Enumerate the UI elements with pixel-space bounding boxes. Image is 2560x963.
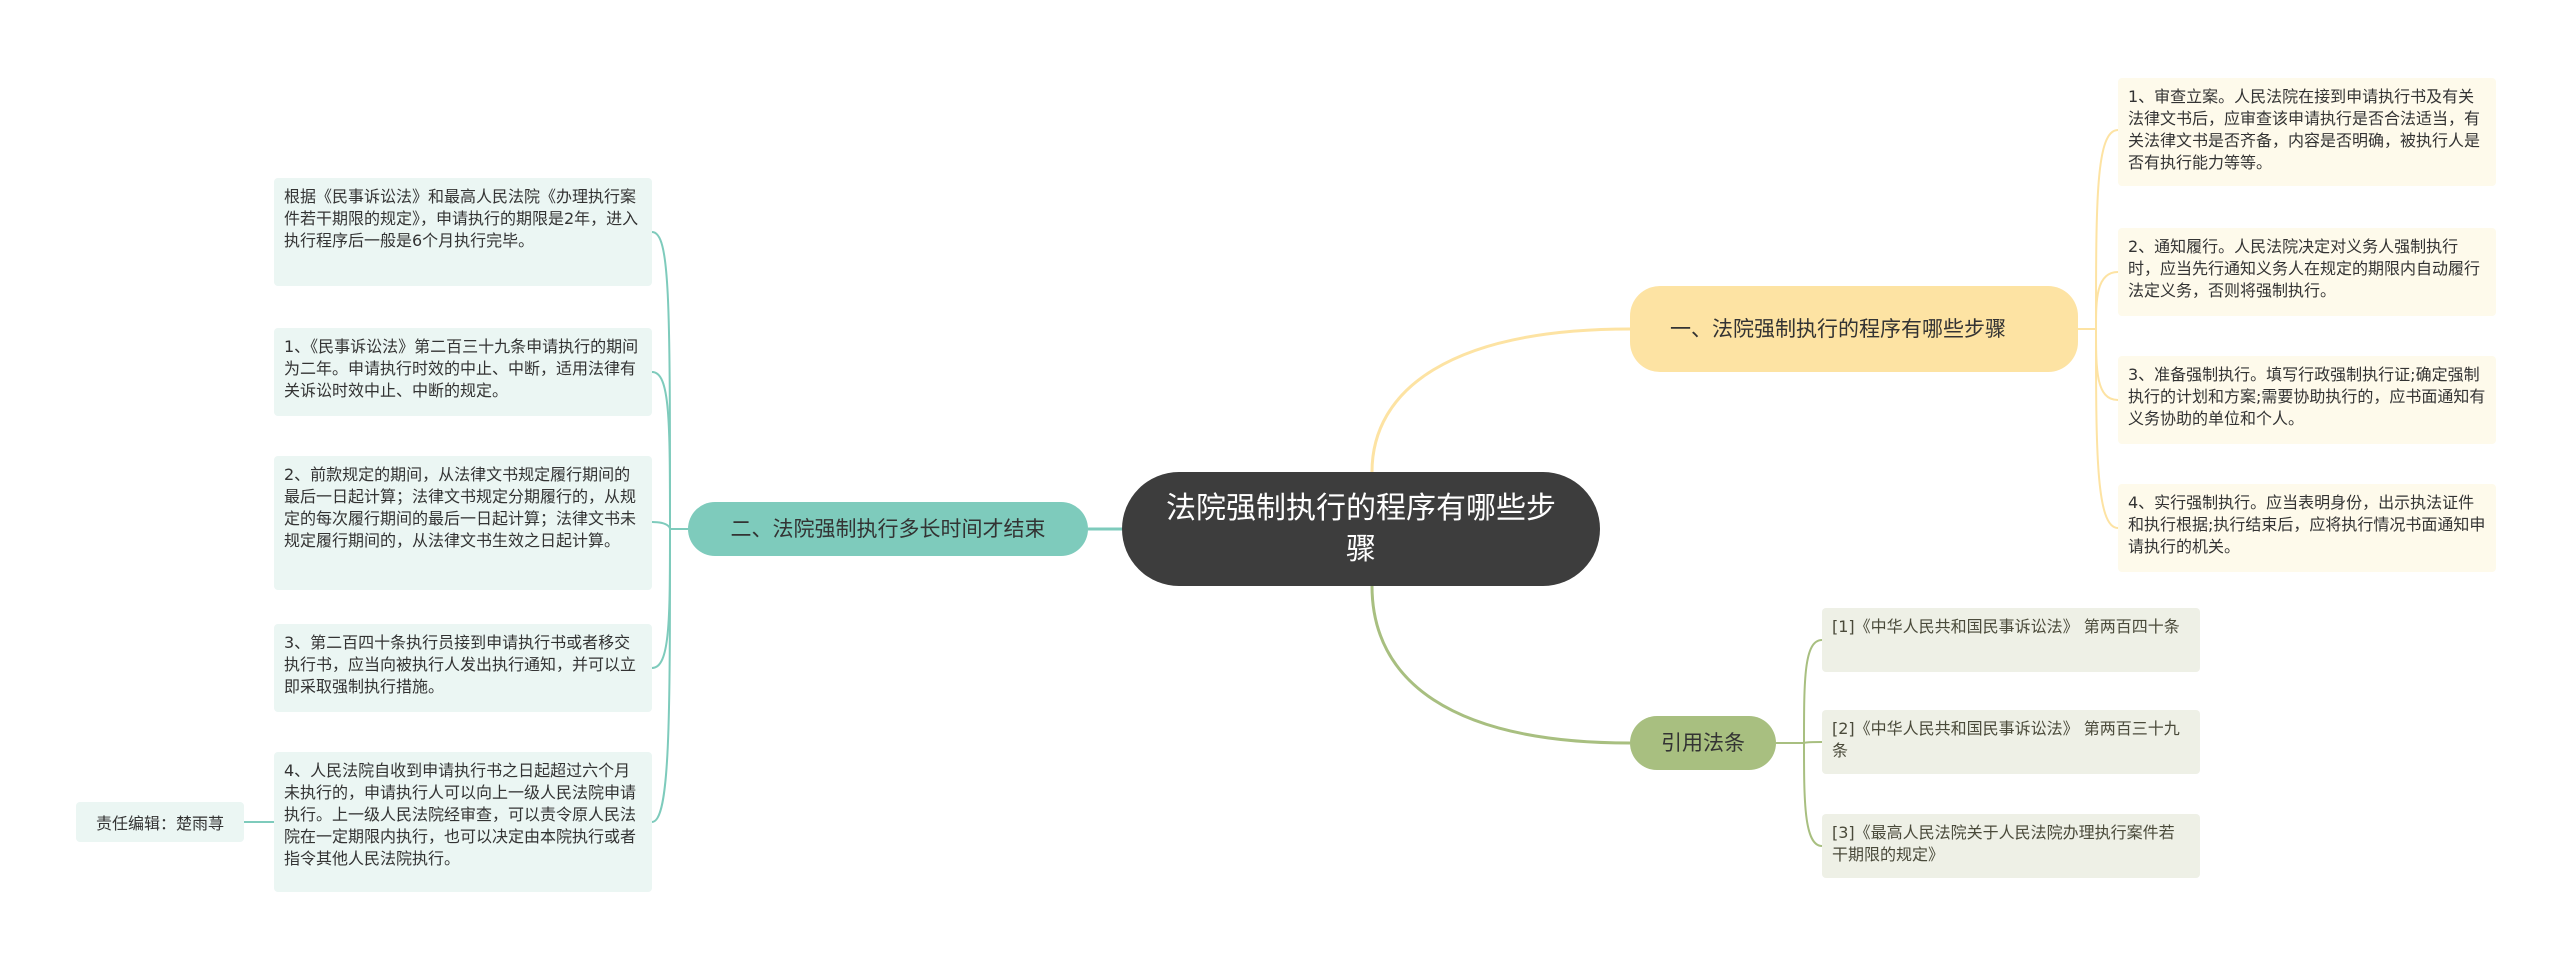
link-duration-item-3 — [651, 528, 671, 669]
branch-citations[interactable]: 引用法条 — [1630, 716, 1776, 770]
duration-item-2-text: 2、前款规定的期间，从法律文书规定履行期间的最后一日起计算；法律文书规定分期履行… — [284, 465, 637, 550]
citation-item-1[interactable]: [1]《中华人民共和国民事诉讼法》 第两百四十条 — [1822, 608, 2200, 672]
citation-item-1-text: [1]《中华人民共和国民事诉讼法》 第两百四十条 — [1832, 617, 2180, 636]
link-citations-item-3 — [1803, 742, 1823, 847]
link-procedure-item-2 — [2095, 271, 2119, 330]
editor-credit-text: 责任编辑：楚雨荨 — [95, 814, 224, 833]
branch-duration-label: 二、法院强制执行多长时间才结束 — [730, 516, 1046, 541]
central-topic-label: 法院强制执行的程序有哪些步骤 — [1166, 491, 1556, 567]
duration-item-2[interactable]: 2、前款规定的期间，从法律文书规定履行期间的最后一日起计算；法律文书规定分期履行… — [274, 456, 652, 590]
citation-item-3-text: [3]《最高人民法院关于人民法院办理执行案件若干期限的规定》 — [1832, 823, 2175, 864]
procedure-item-4-text: 4、实行强制执行。应当表明身份，出示执法证件和执行根据;执行结束后，应将执行情况… — [2128, 493, 2486, 556]
procedure-item-3[interactable]: 3、准备强制执行。填写行政强制执行证;确定强制执行的计划和方案;需要协助执行的，… — [2118, 356, 2496, 444]
duration-item-4[interactable]: 4、人民法院自收到申请执行书之日起超过六个月未执行的，申请执行人可以向上一级人民… — [274, 752, 652, 892]
duration-item-0[interactable]: 根据《民事诉讼法》和最高人民法院《办理执行案件若干期限的规定》，申请执行的期限是… — [274, 178, 652, 286]
citation-item-2[interactable]: [2]《中华人民共和国民事诉讼法》 第两百三十九条 — [1822, 710, 2200, 774]
link-citations-item-1 — [1803, 639, 1823, 744]
duration-item-3-text: 3、第二百四十条执行员接到申请执行书或者移交执行书，应当向被执行人发出执行通知，… — [284, 633, 637, 696]
citation-item-3[interactable]: [3]《最高人民法院关于人民法院办理执行案件若干期限的规定》 — [1822, 814, 2200, 878]
procedure-item-2[interactable]: 2、通知履行。人民法院决定对义务人强制执行时，应当先行通知义务人在规定的期限内自… — [2118, 228, 2496, 316]
procedure-item-3-text: 3、准备强制执行。填写行政强制执行证;确定强制执行的计划和方案;需要协助执行的，… — [2128, 365, 2486, 428]
procedure-item-2-text: 2、通知履行。人民法院决定对义务人强制执行时，应当先行通知义务人在规定的期限内自… — [2128, 237, 2481, 300]
duration-item-4-text: 4、人民法院自收到申请执行书之日起超过六个月未执行的，申请执行人可以向上一级人民… — [284, 761, 637, 868]
link-citations-item-2 — [1803, 741, 1823, 744]
link-procedure-item-1 — [2095, 129, 2119, 330]
editor-credit: 责任编辑：楚雨荨 — [76, 802, 244, 842]
link-central-citations — [1370, 585, 1631, 745]
link-duration-item-4 — [651, 528, 671, 823]
branch-procedure[interactable]: 一、法院强制执行的程序有哪些步骤 — [1630, 286, 2078, 372]
procedure-item-4[interactable]: 4、实行强制执行。应当表明身份，出示执法证件和执行根据;执行结束后，应将执行情况… — [2118, 484, 2496, 572]
procedure-item-1-text: 1、审查立案。人民法院在接到申请执行书及有关法律文书后，应审查该申请执行是否合法… — [2128, 87, 2481, 172]
branch-citations-label: 引用法条 — [1661, 730, 1745, 755]
duration-item-1[interactable]: 1、《民事诉讼法》第二百三十九条申请执行的期间为二年。申请执行时效的中止、中断，… — [274, 328, 652, 416]
branch-procedure-label: 一、法院强制执行的程序有哪些步骤 — [1670, 316, 2006, 341]
procedure-item-1[interactable]: 1、审查立案。人民法院在接到申请执行书及有关法律文书后，应审查该申请执行是否合法… — [2118, 78, 2496, 186]
duration-item-0-text: 根据《民事诉讼法》和最高人民法院《办理执行案件若干期限的规定》，申请执行的期限是… — [284, 187, 639, 250]
citation-item-2-text: [2]《中华人民共和国民事诉讼法》 第两百三十九条 — [1832, 719, 2180, 760]
branch-duration[interactable]: 二、法院强制执行多长时间才结束 — [688, 502, 1088, 556]
duration-item-1-text: 1、《民事诉讼法》第二百三十九条申请执行的期间为二年。申请执行时效的中止、中断，… — [284, 337, 639, 400]
central-topic[interactable]: 法院强制执行的程序有哪些步骤 — [1122, 472, 1600, 586]
link-procedure-item-3 — [2095, 328, 2119, 401]
duration-item-3[interactable]: 3、第二百四十条执行员接到申请执行书或者移交执行书，应当向被执行人发出执行通知，… — [274, 624, 652, 712]
link-central-procedure — [1370, 327, 1631, 473]
link-duration-item-1 — [651, 371, 671, 530]
link-duration-item-0 — [651, 231, 671, 530]
link-duration-item-2 — [651, 521, 671, 530]
link-procedure-item-4 — [2095, 328, 2119, 529]
